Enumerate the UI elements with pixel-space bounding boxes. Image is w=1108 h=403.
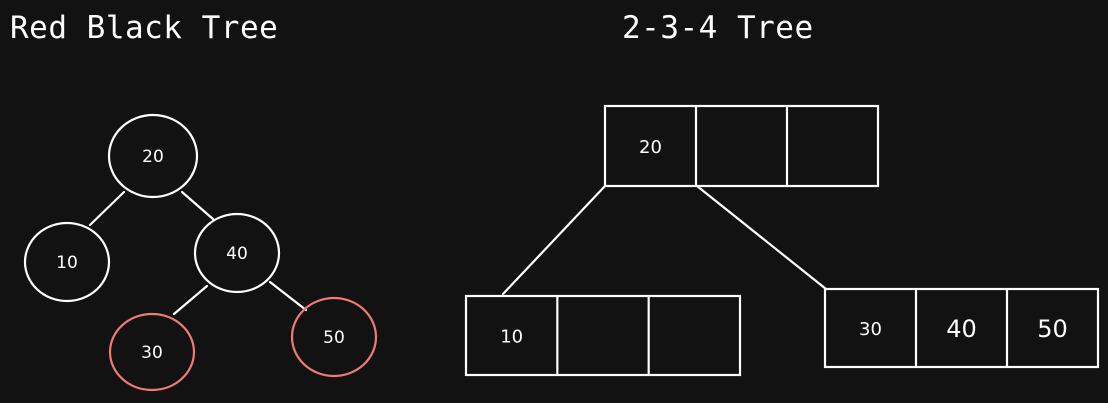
rb-node-40: 40	[193, 212, 281, 294]
two-three-four-tree-nodes: 20 10 30 40 50	[464, 104, 1100, 377]
key-30: 30	[859, 319, 882, 340]
node-box	[603, 104, 880, 188]
edge-rb-40-rb-50	[268, 280, 308, 312]
two-three-four-tree-edges	[501, 184, 828, 296]
rb-node-50: 50	[290, 296, 378, 378]
key-20: 20	[639, 137, 662, 158]
node-box	[823, 287, 1100, 369]
rb-node-label: 10	[56, 253, 78, 273]
rb-node-30: 30	[108, 312, 196, 392]
edge-rb-20-rb-10	[88, 190, 126, 227]
edge-rb-40-rb-30	[172, 284, 209, 316]
rb-node-label: 20	[142, 147, 164, 167]
rb-node-20: 20	[107, 113, 199, 199]
rb-node-label: 30	[141, 343, 163, 363]
node-t-right: 30 40 50	[823, 287, 1100, 369]
black-node-circle	[193, 212, 281, 294]
edge-t-root-t-right	[695, 184, 828, 291]
rb-node-label: 40	[226, 244, 248, 264]
black-node-circle	[107, 113, 199, 199]
two-three-four-tree-title: 2-3-4 Tree	[622, 10, 814, 46]
red-black-tree-title: Red Black Tree	[10, 10, 279, 46]
rb-node-10: 10	[23, 221, 111, 303]
black-node-circle	[23, 221, 111, 303]
node-t-left: 10	[464, 294, 742, 377]
node-t-root: 20	[603, 104, 880, 188]
key-50: 50	[1037, 315, 1068, 343]
red-node-circle	[108, 312, 196, 392]
edge-t-root-t-left	[501, 184, 607, 296]
key-10: 10	[500, 327, 523, 348]
red-node-circle	[290, 296, 378, 378]
red-black-tree-edges	[88, 190, 308, 316]
rb-node-label: 50	[323, 328, 345, 348]
red-black-tree-nodes: 20 10 40 30 50	[23, 113, 378, 392]
edge-rb-20-rb-40	[180, 190, 215, 221]
key-40: 40	[946, 315, 977, 343]
node-box	[464, 294, 742, 377]
